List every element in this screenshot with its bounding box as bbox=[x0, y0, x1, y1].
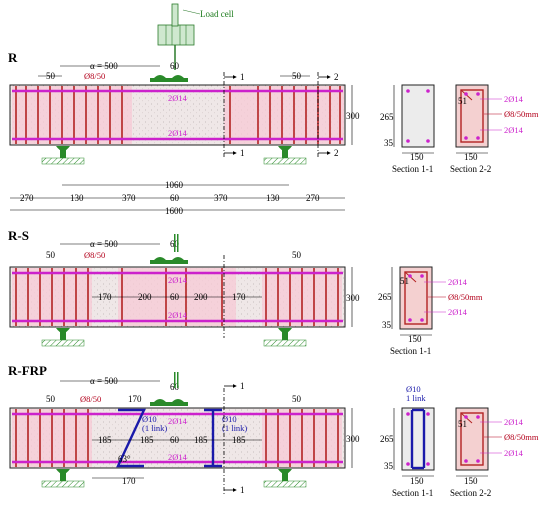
dim-span: 1060 bbox=[165, 180, 184, 190]
section-r-22-corner: 51 bbox=[458, 96, 467, 106]
section-rfrp-11-height: 265 bbox=[380, 434, 394, 444]
beam-rfrp-spacing-right: 50 bbox=[292, 394, 302, 404]
beam-rfrp-link-left: Ø10(1 link) bbox=[142, 414, 167, 433]
beam-r: R 50 α = 500 60 Ø8/50 50 bbox=[8, 50, 360, 165]
section-rs-11-width: 150 bbox=[408, 334, 422, 344]
beam-r-marker-2b: 2 bbox=[334, 148, 339, 158]
beam-rs-alpha: α = 500 bbox=[90, 239, 118, 249]
support-right bbox=[263, 146, 307, 165]
beam-rs-bottom-bars: 2Ø14 bbox=[168, 310, 188, 320]
section-r-1-1: 265 35 150 Section 1-1 bbox=[380, 84, 435, 174]
beam-r-spacing-right: 50 bbox=[292, 71, 302, 81]
beam-rfrp-top-dim: 170 bbox=[128, 394, 142, 404]
dim-part-2: 130 bbox=[70, 193, 84, 203]
section-r-22-label-1: 2Ø14 bbox=[504, 94, 524, 104]
section-rs-1-1: 51 2Ø14 Ø8/50mm 2Ø14 265 35 150 Section … bbox=[378, 266, 483, 356]
beam-rs-inner-5: 170 bbox=[232, 292, 246, 302]
beam-rfrp-height: 300 bbox=[346, 434, 360, 444]
section-rfrp-11-width: 150 bbox=[410, 476, 424, 486]
beam-r-load-spacing: 60 bbox=[170, 61, 180, 71]
beam-r-stirrups: Ø8/50 bbox=[84, 71, 105, 81]
section-rs-11-label-1: 2Ø14 bbox=[448, 277, 468, 287]
beam-rfrp-marker-1a: 1 bbox=[240, 381, 245, 391]
beam-r-spacing-left: 50 bbox=[46, 71, 56, 81]
section-rfrp-22-label-2: Ø8/50mm bbox=[504, 432, 539, 442]
section-rs-11-cover: 35 bbox=[382, 320, 392, 330]
beam-rfrp-bottom-dim: 170 bbox=[122, 476, 136, 486]
beam-rfrp-marker-1b: 1 bbox=[240, 485, 245, 495]
section-r-11-height: 265 bbox=[380, 112, 394, 122]
beam-r-height: 300 bbox=[346, 111, 360, 121]
dim-part-7: 270 bbox=[306, 193, 320, 203]
beam-rs-inner-2: 200 bbox=[138, 292, 152, 302]
section-rfrp-22-corner: 51 bbox=[458, 419, 467, 429]
section-r-2-2: 51 2Ø14 Ø8/50mm 2Ø14 150 Section 2-2 bbox=[450, 84, 539, 174]
section-rfrp-22-name: Section 2-2 bbox=[450, 488, 491, 498]
beam-rfrp-link-right: Ø10(1 link) bbox=[222, 414, 247, 433]
section-r-11-cover: 35 bbox=[384, 138, 394, 148]
beam-rs-stirrups: Ø8/50 bbox=[84, 250, 105, 260]
section-rfrp-11-name: Section 1-1 bbox=[392, 488, 433, 498]
dim-part-6: 130 bbox=[266, 193, 280, 203]
beam-rfrp-top-bars: 2Ø14 bbox=[168, 416, 188, 426]
section-rs-11-corner: 51 bbox=[400, 276, 409, 286]
beam-rfrp-alpha: α = 500 bbox=[90, 376, 118, 386]
section-r-11-name: Section 1-1 bbox=[392, 164, 433, 174]
beam-r-top-bars: 2Ø14 bbox=[168, 93, 188, 103]
dim-total: 1600 bbox=[165, 206, 184, 216]
beam-rs-inner-3: 60 bbox=[170, 292, 180, 302]
section-rfrp-22-label-1: 2Ø14 bbox=[504, 417, 524, 427]
dimension-lines: 1060 270 130 370 60 370 130 270 1600 bbox=[10, 180, 345, 216]
beam-rs-inner-4: 200 bbox=[194, 292, 208, 302]
beam-rs-spacing-right: 50 bbox=[292, 250, 302, 260]
beam-rfrp-angle: 63° bbox=[118, 454, 131, 464]
beam-rfrp-title: R-FRP bbox=[8, 363, 47, 378]
beam-rs-top-bars: 2Ø14 bbox=[168, 275, 188, 285]
section-r-22-width: 150 bbox=[464, 152, 478, 162]
beam-rs-inner-1: 170 bbox=[98, 292, 112, 302]
section-rfrp-22-label-3: 2Ø14 bbox=[504, 448, 524, 458]
load-cell-label: Load cell bbox=[200, 9, 234, 19]
beam-r-title: R bbox=[8, 50, 18, 65]
dim-part-5: 370 bbox=[214, 193, 228, 203]
beam-r-marker-2a: 2 bbox=[334, 72, 339, 82]
section-rs-11-height: 265 bbox=[378, 292, 392, 302]
load-cell: Load cell bbox=[157, 3, 234, 70]
section-r-11-width: 150 bbox=[410, 152, 424, 162]
beam-rfrp-inner-5: 185 bbox=[232, 435, 246, 445]
dim-part-3: 370 bbox=[122, 193, 136, 203]
section-r-22-name: Section 2-2 bbox=[450, 164, 491, 174]
beam-r-alpha: α = 500 bbox=[90, 61, 118, 71]
section-rs-11-name: Section 1-1 bbox=[390, 346, 431, 356]
beam-rfrp-inner-2: 185 bbox=[140, 435, 154, 445]
beam-r-marker-1a: 1 bbox=[240, 72, 245, 82]
beam-r-bottom-bars: 2Ø14 bbox=[168, 128, 188, 138]
section-rs-11-label-2: Ø8/50mm bbox=[448, 292, 483, 302]
beam-rfrp-spacing-left: 50 bbox=[46, 394, 56, 404]
section-rfrp-11-cover: 35 bbox=[384, 461, 394, 471]
section-rs-11-label-3: 2Ø14 bbox=[448, 307, 468, 317]
beam-r-marker-1b: 1 bbox=[240, 148, 245, 158]
support-left bbox=[41, 146, 85, 165]
section-r-22-label-2: Ø8/50mm bbox=[504, 109, 539, 119]
dim-part-1: 270 bbox=[20, 193, 34, 203]
beam-rfrp-inner-3: 60 bbox=[170, 435, 180, 445]
beam-rfrp-stirrups: Ø8/50 bbox=[80, 394, 101, 404]
beam-rs: R-S α = 500 60 50 Ø8/50 50 2Ø14 bbox=[8, 228, 360, 347]
beam-rfrp: R-FRP α = 500 60 50 Ø8/50 50 170 2Ø14 2Ø… bbox=[8, 363, 360, 495]
section-r-22-label-3: 2Ø14 bbox=[504, 125, 524, 135]
beam-rs-spacing-left: 50 bbox=[46, 250, 56, 260]
beam-rfrp-inner-1: 185 bbox=[98, 435, 112, 445]
section-rfrp-2-2: 51 2Ø14 Ø8/50mm 2Ø14 150 Section 2-2 bbox=[450, 407, 539, 498]
beam-rfrp-bottom-bars: 2Ø14 bbox=[168, 452, 188, 462]
section-rfrp-22-width: 150 bbox=[464, 476, 478, 486]
beam-rfrp-inner-4: 185 bbox=[194, 435, 208, 445]
beam-rs-title: R-S bbox=[8, 228, 29, 243]
dim-part-4: 60 bbox=[170, 193, 180, 203]
beam-rs-height: 300 bbox=[346, 293, 360, 303]
